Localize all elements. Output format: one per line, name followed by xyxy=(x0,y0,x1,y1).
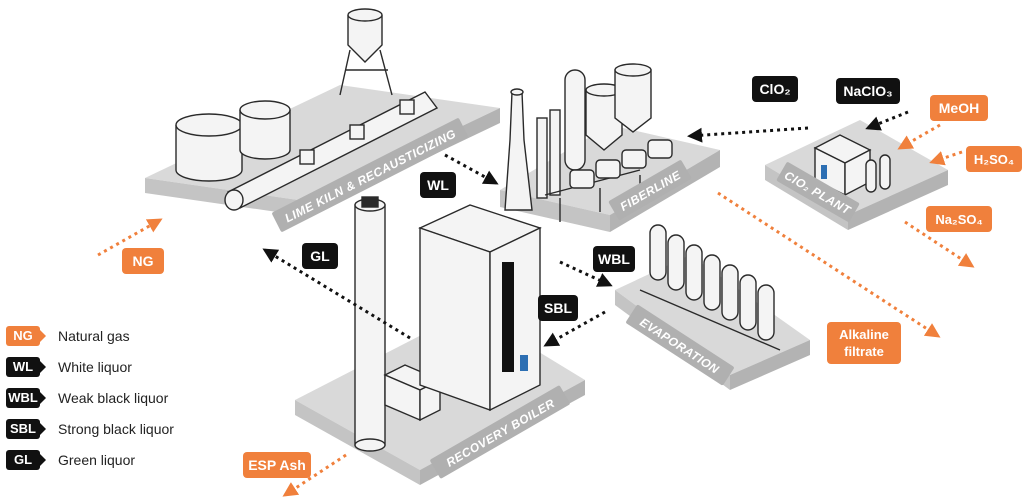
tag-clo2: ClO₂ xyxy=(752,76,798,102)
legend-tag: NG xyxy=(6,325,46,346)
tag-na2so4: Na₂SO₄ xyxy=(926,206,992,232)
legend-item-ng: NG Natural gas xyxy=(6,320,226,351)
flow-naclo3 xyxy=(865,110,909,131)
tag-esp-ash: ESP Ash xyxy=(243,452,311,478)
legend-tag: SBL xyxy=(6,418,46,439)
clo2-plant-building xyxy=(813,134,891,197)
legend-label: Natural gas xyxy=(58,327,130,344)
legend-code: NG xyxy=(13,328,33,343)
tag-ng: NG xyxy=(122,248,164,274)
tag-wbl: WBL xyxy=(593,246,635,272)
evaporation-effects xyxy=(639,224,781,351)
fiberline-digester xyxy=(504,88,561,211)
tag-wl: WL xyxy=(420,172,456,198)
recovery-boiler-body xyxy=(418,204,542,412)
flow-ng xyxy=(97,218,163,257)
fiberline-washers xyxy=(569,139,673,189)
flow-wbl xyxy=(559,260,613,287)
tag-sbl: SBL xyxy=(538,295,578,321)
flow-sbl xyxy=(543,310,606,347)
legend-tag: GL xyxy=(6,449,46,470)
flow-meoh xyxy=(897,123,941,150)
svg-text:ClO₂: ClO₂ xyxy=(759,81,790,97)
tag-alkaline-filtrate: Alkaline filtrate xyxy=(827,322,901,364)
legend-label: Strong black liquor xyxy=(58,420,174,437)
svg-text:WBL: WBL xyxy=(598,251,630,267)
recovery-boiler-stack xyxy=(354,196,386,452)
tag-naclo3: NaClO₃ xyxy=(836,78,900,104)
legend-item-wbl: WBL Weak black liquor xyxy=(6,382,226,413)
flow-gl xyxy=(262,248,411,340)
legend-code: GL xyxy=(13,452,33,467)
flow-alkaline-filtrate xyxy=(717,191,941,338)
svg-text:filtrate: filtrate xyxy=(844,344,884,359)
flow-esp-ash xyxy=(282,453,347,497)
svg-text:MeOH: MeOH xyxy=(939,100,979,116)
legend-item-gl: GL Green liquor xyxy=(6,444,226,475)
svg-text:SBL: SBL xyxy=(544,300,572,316)
svg-text:Na₂SO₄: Na₂SO₄ xyxy=(935,212,982,227)
legend-label: Weak black liquor xyxy=(58,389,169,406)
svg-text:WL: WL xyxy=(427,177,449,193)
legend-label: Green liquor xyxy=(58,451,136,468)
svg-text:NG: NG xyxy=(133,253,154,269)
flow-h2so4 xyxy=(929,150,963,166)
svg-text:NaClO₃: NaClO₃ xyxy=(843,83,892,99)
svg-text:GL: GL xyxy=(310,248,330,264)
legend-tag: WBL xyxy=(6,387,46,408)
svg-text:H₂SO₄: H₂SO₄ xyxy=(974,152,1014,167)
tag-h2so4: H₂SO₄ xyxy=(966,146,1022,172)
flow-wl xyxy=(444,153,499,185)
flow-clo2 xyxy=(687,126,809,143)
legend-item-sbl: SBL Strong black liquor xyxy=(6,413,226,444)
legend-label: White liquor xyxy=(58,358,132,375)
legend-item-wl: WL White liquor xyxy=(6,351,226,382)
fiberline-towers xyxy=(544,63,652,222)
lime-kiln-silo xyxy=(339,8,393,96)
legend-code: WL xyxy=(12,359,34,374)
tag-meoh: MeOH xyxy=(930,95,988,121)
legend-code: WBL xyxy=(8,390,38,405)
legend-code: SBL xyxy=(10,421,36,436)
svg-text:Alkaline: Alkaline xyxy=(839,327,889,342)
lime-kiln-rotary xyxy=(224,91,439,211)
legend-tag: WL xyxy=(6,356,46,377)
tag-gl: GL xyxy=(302,243,338,269)
lime-kiln-tanks xyxy=(175,100,291,182)
svg-text:ESP Ash: ESP Ash xyxy=(248,457,306,473)
